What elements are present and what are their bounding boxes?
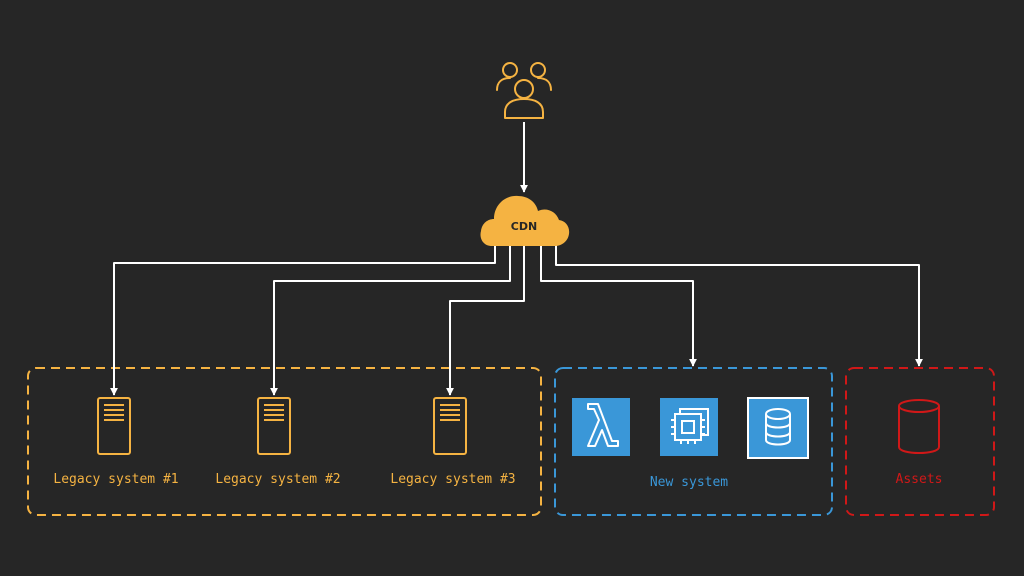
connector-cdn-to-legacy-1 (110, 243, 496, 396)
assets-group-box (845, 367, 995, 516)
connectors (110, 122, 923, 396)
server-icon-legacy-3 (433, 397, 467, 455)
server-icon-legacy-2 (257, 397, 291, 455)
connector-cdn-to-legacy-3 (446, 245, 525, 396)
assets-label: Assets (896, 472, 943, 487)
new-system-label: New system (650, 475, 728, 490)
compute-chip-icon (660, 398, 718, 456)
connector-cdn-to-legacy-2 (270, 245, 511, 396)
legacy-system-3-label: Legacy system #3 (390, 472, 515, 487)
server-icon-legacy-1 (97, 397, 131, 455)
database-icon (747, 397, 809, 459)
connector-cdn-to-assets (555, 243, 923, 367)
legacy-system-1-label: Legacy system #1 (53, 472, 178, 487)
storage-bucket-icon (898, 399, 940, 454)
connector-cdn-to-new-system (540, 245, 697, 367)
cdn-label: CDN (511, 220, 537, 233)
users-group-icon (496, 62, 552, 119)
legacy-system-2-label: Legacy system #2 (215, 472, 340, 487)
cdn-cloud-icon: CDN (480, 195, 570, 246)
legacy-group-box (27, 367, 542, 516)
lambda-icon (572, 398, 630, 456)
new-system-group-box (554, 367, 833, 516)
